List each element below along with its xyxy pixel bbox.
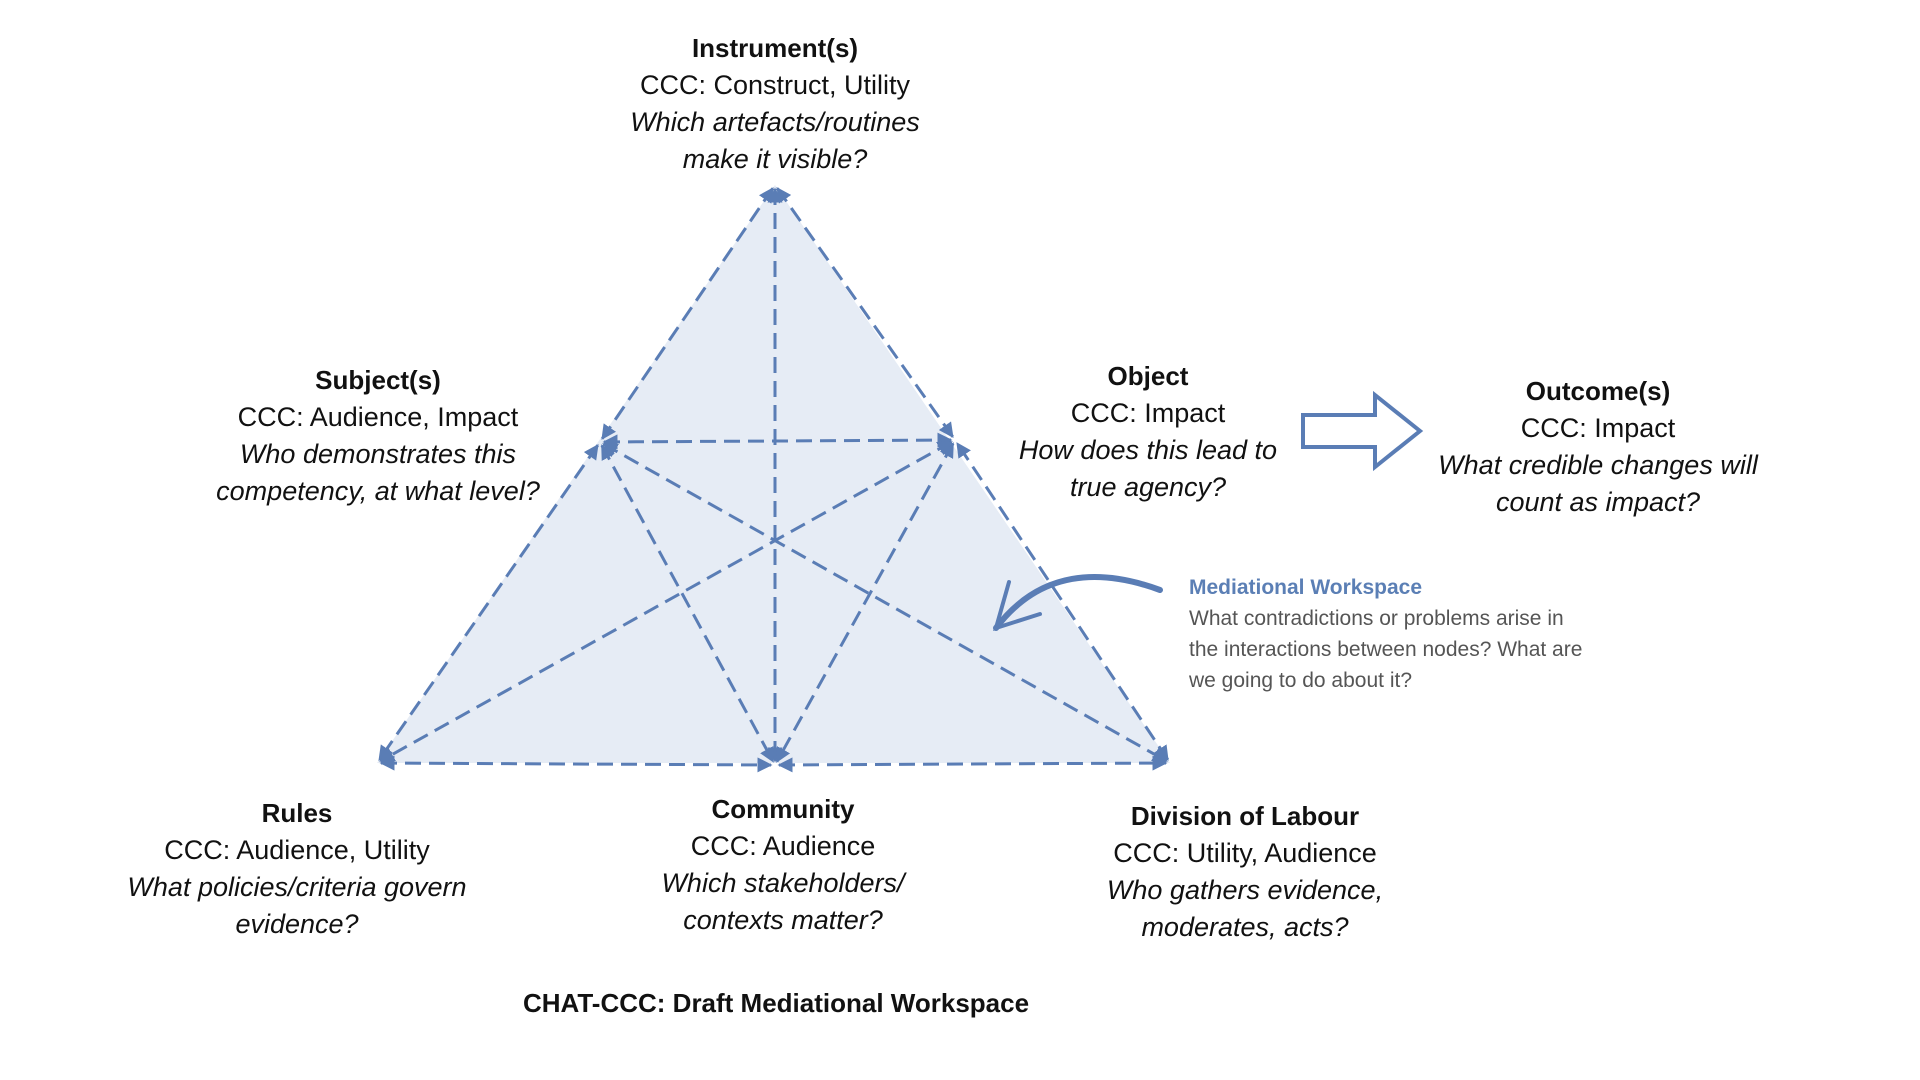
node-question: Which artefacts/routines (630, 107, 920, 137)
node-question: evidence? (235, 909, 359, 939)
node-question: competency, at what level? (216, 476, 540, 506)
node-title: Rules (261, 798, 333, 828)
connection-instrument-subject (601, 187, 774, 440)
node-ccc: CCC: Audience, Impact (237, 402, 519, 432)
node-question: true agency? (1069, 472, 1227, 502)
mediational-workspace-line: What contradictions or problems arise in (1189, 607, 1564, 630)
node-object: Object CCC: Impact How does this lead to… (1019, 358, 1277, 506)
diagram-caption: CHAT-CCC: Draft Mediational Workspace (522, 988, 1030, 1018)
node-question: make it visible? (682, 144, 868, 174)
node-title: Subject(s) (315, 365, 441, 395)
node-ccc: CCC: Impact (1520, 413, 1676, 443)
node-subject: Subject(s) CCC: Audience, Impact Who dem… (216, 362, 540, 510)
mediational-workspace-line: the interactions between nodes? What are (1189, 638, 1583, 661)
node-question: What credible changes will (1438, 450, 1758, 480)
node-question: What policies/criteria govern (127, 872, 467, 902)
node-ccc: CCC: Construct, Utility (639, 70, 911, 100)
connection-object-rules (379, 440, 953, 763)
node-ccc: CCC: Audience, Utility (164, 835, 430, 865)
node-question: moderates, acts? (1141, 912, 1349, 942)
curved-arrow-icon (993, 574, 1163, 632)
node-question: contexts matter? (683, 905, 883, 935)
node-title: Division of Labour (1130, 801, 1360, 831)
node-title: Object (1107, 361, 1189, 391)
node-question: Which stakeholders/ (661, 868, 905, 898)
mediational-workspace-line: we going to do about it? (1189, 669, 1413, 692)
node-question: Who demonstrates this (239, 439, 517, 469)
node-ccc: CCC: Utility, Audience (1113, 838, 1377, 868)
node-outcome: Outcome(s) CCC: Impact What credible cha… (1438, 373, 1758, 521)
node-title: Outcome(s) (1525, 376, 1671, 406)
mediational-workspace-title: Mediational Workspace (1189, 576, 1423, 599)
connection-lines (378, 187, 1170, 773)
node-ccc: CCC: Impact (1070, 398, 1226, 428)
node-question: How does this lead to (1018, 435, 1278, 465)
connection-rules-community (379, 755, 773, 773)
connection-subject-object (602, 432, 953, 450)
node-community: Community CCC: Audience Which stakeholde… (661, 791, 904, 939)
outline-right-arrow-icon (1301, 390, 1424, 472)
node-question: count as impact? (1495, 487, 1701, 517)
node-division-of-labour: Division of Labour CCC: Utility, Audienc… (1107, 798, 1383, 946)
node-ccc: CCC: Audience (690, 831, 876, 861)
node-question: Who gathers evidence, (1106, 875, 1384, 905)
node-rules: Rules CCC: Audience, Utility What polici… (127, 795, 466, 943)
connection-community-division (777, 755, 1168, 773)
node-title: Instrument(s) (691, 33, 859, 63)
mediational-workspace-note: Mediational Workspace What contradiction… (1189, 572, 1669, 696)
node-title: Community (711, 794, 855, 824)
connection-object-instrument (776, 187, 954, 438)
node-instrument: Instrument(s) CCC: Construct, Utility Wh… (630, 30, 920, 178)
